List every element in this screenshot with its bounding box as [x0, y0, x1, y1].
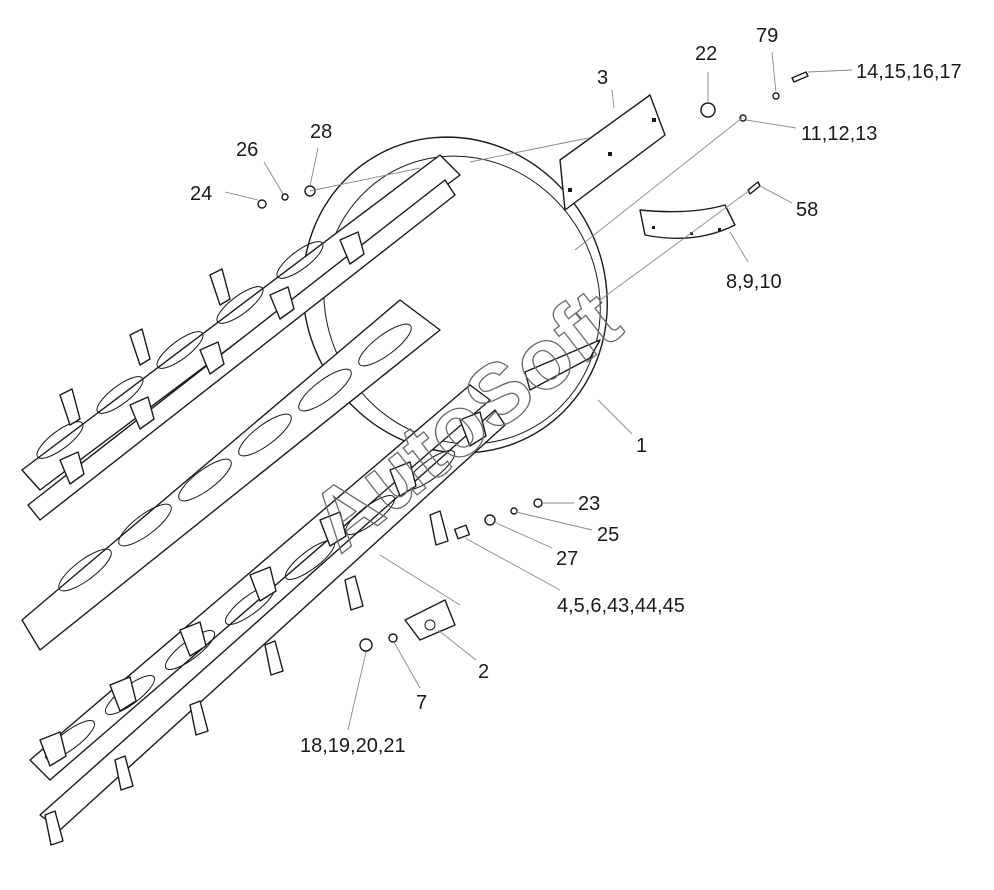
rotor-tines: [39, 231, 487, 846]
label-part-26: 26: [236, 139, 258, 161]
plate-part-3: [559, 94, 666, 211]
label-part-14: 14,15,16,17: [856, 61, 962, 83]
label-part-2: 2: [478, 661, 489, 683]
label-part-22: 22: [695, 43, 717, 65]
label-part-4: 4,5,6,43,44,45: [557, 595, 685, 617]
label-part-18: 18,19,20,21: [300, 735, 406, 757]
bracket-part-2: [404, 599, 456, 641]
label-part-27: 27: [556, 548, 578, 570]
label-part-3: 3: [597, 67, 608, 89]
label-part-11: 11,12,13: [801, 123, 877, 145]
label-part-23: 23: [578, 493, 600, 515]
label-part-79: 79: [756, 25, 778, 47]
label-part-1: 1: [636, 435, 647, 457]
curved-plate-part-8: [639, 204, 736, 239]
part-labels: 1 2 3 4,5,6,43,44,45 7 8,9,10 11,12,13 1…: [190, 25, 962, 757]
label-part-28: 28: [310, 121, 332, 143]
label-part-7: 7: [416, 692, 427, 714]
leader-lines: [224, 51, 853, 731]
label-part-58: 58: [796, 199, 818, 221]
label-part-25: 25: [597, 524, 619, 546]
label-part-24: 24: [190, 183, 212, 205]
label-part-8: 8,9,10: [726, 271, 782, 293]
